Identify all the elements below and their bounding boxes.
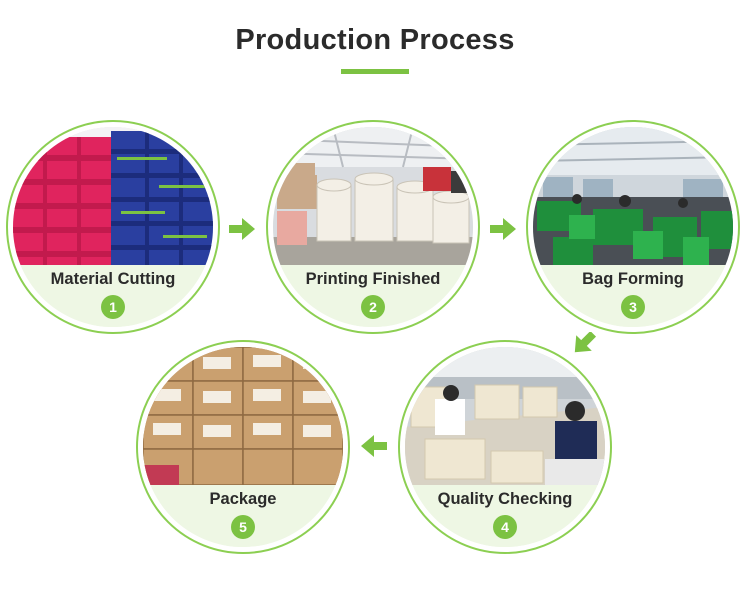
step-label: Printing Finished <box>305 270 441 288</box>
step-bag-forming: Bag Forming 3 <box>526 120 740 334</box>
step-number-badge: 3 <box>621 295 645 319</box>
arrow-right-icon <box>490 218 516 240</box>
sewing-workshop-photo <box>533 127 733 265</box>
title-underline <box>341 69 409 74</box>
step-number-badge: 5 <box>231 515 255 539</box>
arrow-left-icon <box>361 435 387 457</box>
step-number-badge: 1 <box>101 295 125 319</box>
carton-boxes-photo <box>143 347 343 485</box>
arrow-right-icon <box>229 218 255 240</box>
step-number-badge: 2 <box>361 295 385 319</box>
arrow-down-left-icon <box>574 332 597 353</box>
inspection-table-photo <box>405 347 605 485</box>
step-label: Bag Forming <box>582 270 684 288</box>
page-title: Production Process <box>235 24 515 56</box>
printed-rolls-photo <box>273 127 473 265</box>
step-label: Material Cutting <box>50 270 176 288</box>
step-printing-finished: Printing Finished 2 <box>266 120 480 334</box>
step-number-badge: 4 <box>493 515 517 539</box>
step-quality-checking: Quality Checking 4 <box>398 340 612 554</box>
step-package: Package 5 <box>136 340 350 554</box>
fabric-rolls-photo <box>13 127 213 265</box>
step-label: Package <box>209 490 277 508</box>
step-material-cutting: Material Cutting 1 <box>6 120 220 334</box>
step-label: Quality Checking <box>437 490 573 508</box>
